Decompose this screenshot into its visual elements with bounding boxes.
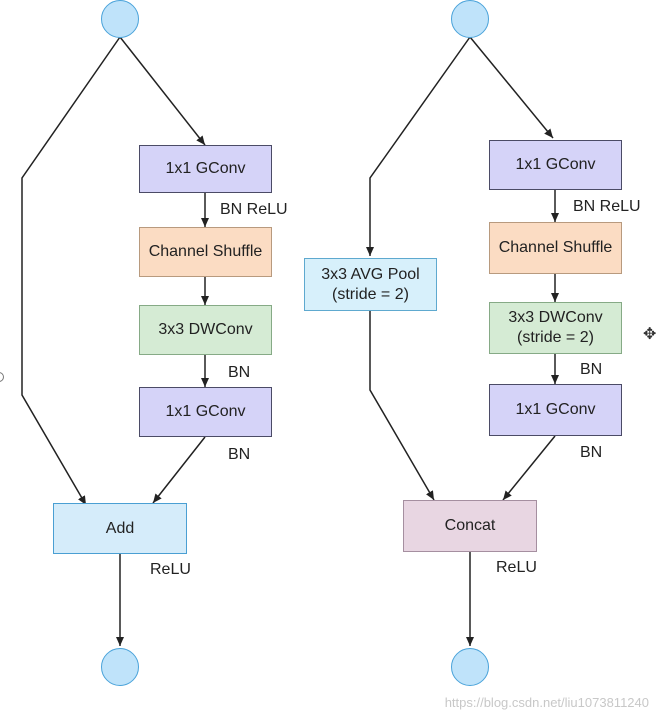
left-input-node	[101, 0, 139, 38]
right-pool-to-concat-line	[369, 311, 435, 501]
left-input-to-gconv-line	[119, 36, 206, 146]
left-gconv2-box: 1x1 GConv	[139, 387, 272, 437]
left-shortcut-line	[21, 36, 121, 506]
right-input-to-gconv-line	[469, 36, 554, 139]
left-dwconv-annotation: BN	[228, 364, 251, 381]
left-add-annotation: ReLU	[150, 561, 191, 578]
left-shuffle-box: Channel Shuffle	[139, 227, 272, 277]
right-gconv2-annotation: BN	[580, 444, 603, 461]
right-avgpool-box: 3x3 AVG Pool (stride = 2)	[304, 258, 437, 311]
right-concat-annotation: ReLU	[496, 559, 537, 576]
move-cursor-icon: ✥	[643, 326, 657, 343]
right-output-node	[451, 648, 489, 686]
right-gconv2-box: 1x1 GConv	[489, 384, 622, 436]
left-add-box: Add	[53, 503, 187, 554]
right-concat-box: Concat	[403, 500, 537, 552]
right-input-node	[451, 0, 489, 38]
right-gconv1-box: 1x1 GConv	[489, 140, 622, 190]
left-gconv2-annotation: BN	[228, 446, 251, 463]
right-shuffle-box: Channel Shuffle	[489, 222, 622, 274]
left-gconv2-to-add-line	[152, 436, 206, 504]
source-watermark: https://blog.csdn.net/liu1073811240	[444, 695, 649, 710]
left-gconv1-box: 1x1 GConv	[139, 145, 272, 193]
right-dwconv-annotation: BN	[580, 361, 603, 378]
right-gconv1-annotation: BN ReLU	[573, 198, 641, 215]
right-dwconv-box: 3x3 DWConv (stride = 2)	[489, 302, 622, 354]
left-output-node	[101, 648, 139, 686]
right-shortcut-line	[366, 36, 471, 256]
left-dwconv-box: 3x3 DWConv	[139, 305, 272, 355]
right-gconv2-to-concat-line	[502, 435, 556, 501]
left-gconv1-annotation: BN ReLU	[220, 201, 288, 218]
